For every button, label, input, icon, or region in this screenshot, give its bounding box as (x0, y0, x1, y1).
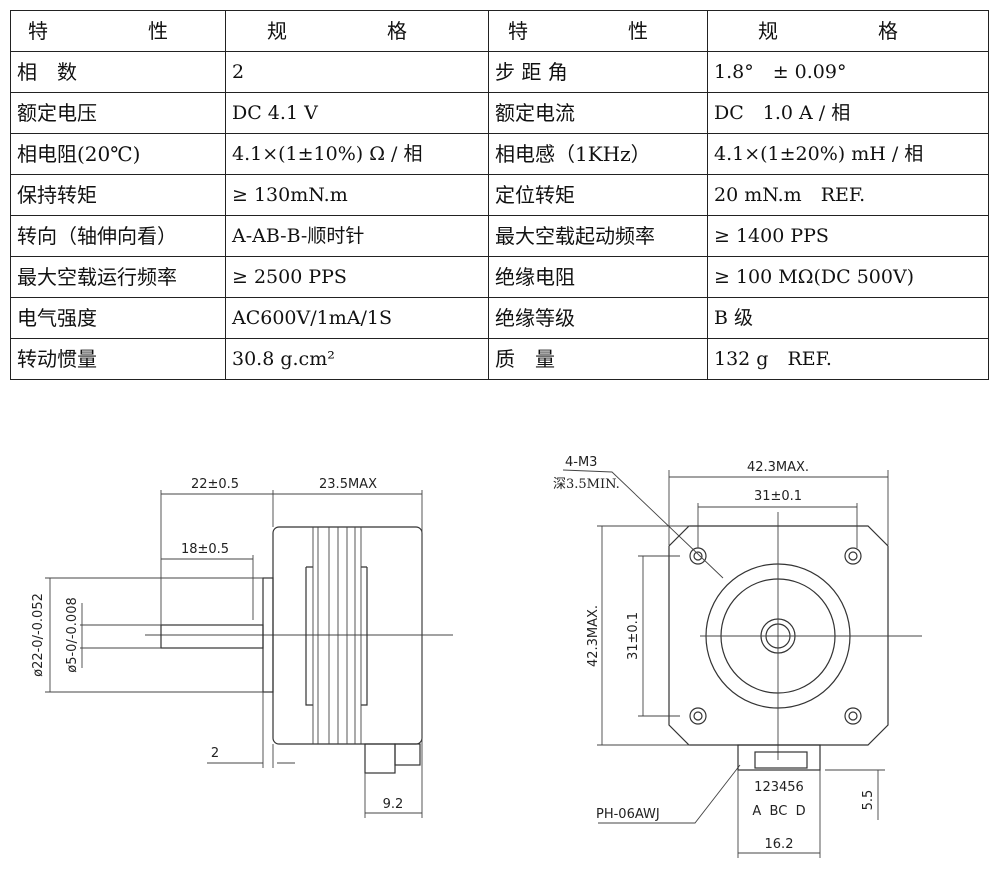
dim-hole-spacing-top: 31±0.1 (754, 489, 802, 504)
table-row: 相电阻(20℃)4.1×(1±10%) Ω / 相相电感（1KHz）4.1×(1… (10, 133, 989, 175)
dim-width-42-3: 42.3MAX. (747, 460, 809, 475)
spec-label: 步 距 角 (488, 51, 708, 93)
spec-value: 4.1×(1±20%) mH / 相 (707, 133, 989, 175)
pin-labels: A BC D (752, 804, 805, 819)
dim-connector-5-5: 5.5 (861, 790, 876, 811)
spec-value: 4.1×(1±10%) Ω / 相 (225, 133, 489, 175)
table-header-row: 特 性 规 格 特 性 规 格 (10, 10, 989, 52)
spec-label: 相电感（1KHz） (488, 133, 708, 175)
spec-value: ≥ 1400 PPS (707, 215, 989, 257)
spec-value: 1.8° ± 0.09° (707, 51, 989, 93)
spec-value: B 级 (707, 297, 989, 339)
spec-label: 绝缘电阻 (488, 256, 708, 298)
hole-depth-label: 深3.5MIN. (553, 477, 620, 492)
dim-flange-dia: ø22-0/-0.052 (31, 593, 46, 677)
spec-value: DC 4.1 V (225, 92, 489, 134)
dim-connector-16-2: 16.2 (765, 837, 794, 852)
dim-connector-9-2: 9.2 (383, 797, 404, 812)
holes-label: 4-M3 (565, 455, 597, 470)
spec-value: AC600V/1mA/1S (225, 297, 489, 339)
spec-label: 额定电压 (10, 92, 226, 134)
spec-value: 20 mN.m REF. (707, 174, 989, 216)
dim-shaft-dia: ø5-0/-0.008 (65, 597, 80, 672)
connector-label: PH-06AWJ (596, 807, 660, 822)
spec-label: 转动惯量 (10, 338, 226, 380)
spec-value: 30.8 g.cm² (225, 338, 489, 380)
dim-shaft-18: 18±0.5 (181, 542, 229, 557)
header-cell: 特 性 (10, 10, 226, 52)
front-view-drawing: 4-M3 深3.5MIN. 42.3MAX. 31±0.1 42.3MAX. 3… (553, 455, 922, 858)
spec-value: 132 g REF. (707, 338, 989, 380)
spec-label: 转向（轴伸向看） (10, 215, 226, 257)
dim-body-23-5: 23.5MAX (319, 477, 377, 492)
pin-numbers: 123456 (754, 780, 804, 795)
spec-label: 质 量 (488, 338, 708, 380)
header-cell: 规 格 (707, 10, 989, 52)
header-cell: 规 格 (225, 10, 489, 52)
spec-label: 最大空载运行频率 (10, 256, 226, 298)
side-view-drawing: 22±0.5 23.5MAX 18±0.5 ø22-0/-0.052 ø5-0/… (31, 477, 453, 818)
table-row: 转向（轴伸向看）A-AB-B-顺时针最大空载起动频率≥ 1400 PPS (10, 215, 989, 257)
spec-value: ≥ 2500 PPS (225, 256, 489, 298)
spec-label: 绝缘等级 (488, 297, 708, 339)
spec-label: 保持转矩 (10, 174, 226, 216)
dim-flange-2: 2 (211, 746, 219, 761)
dim-height-42-3: 42.3MAX. (586, 605, 601, 667)
spec-value: DC 1.0 A / 相 (707, 92, 989, 134)
dim-hole-spacing-left: 31±0.1 (626, 612, 641, 660)
spec-label: 电气强度 (10, 297, 226, 339)
dim-shaft-22: 22±0.5 (191, 477, 239, 492)
spec-label: 相电阻(20℃) (10, 133, 226, 175)
spec-value: ≥ 100 MΩ(DC 500V) (707, 256, 989, 298)
spec-label: 额定电流 (488, 92, 708, 134)
